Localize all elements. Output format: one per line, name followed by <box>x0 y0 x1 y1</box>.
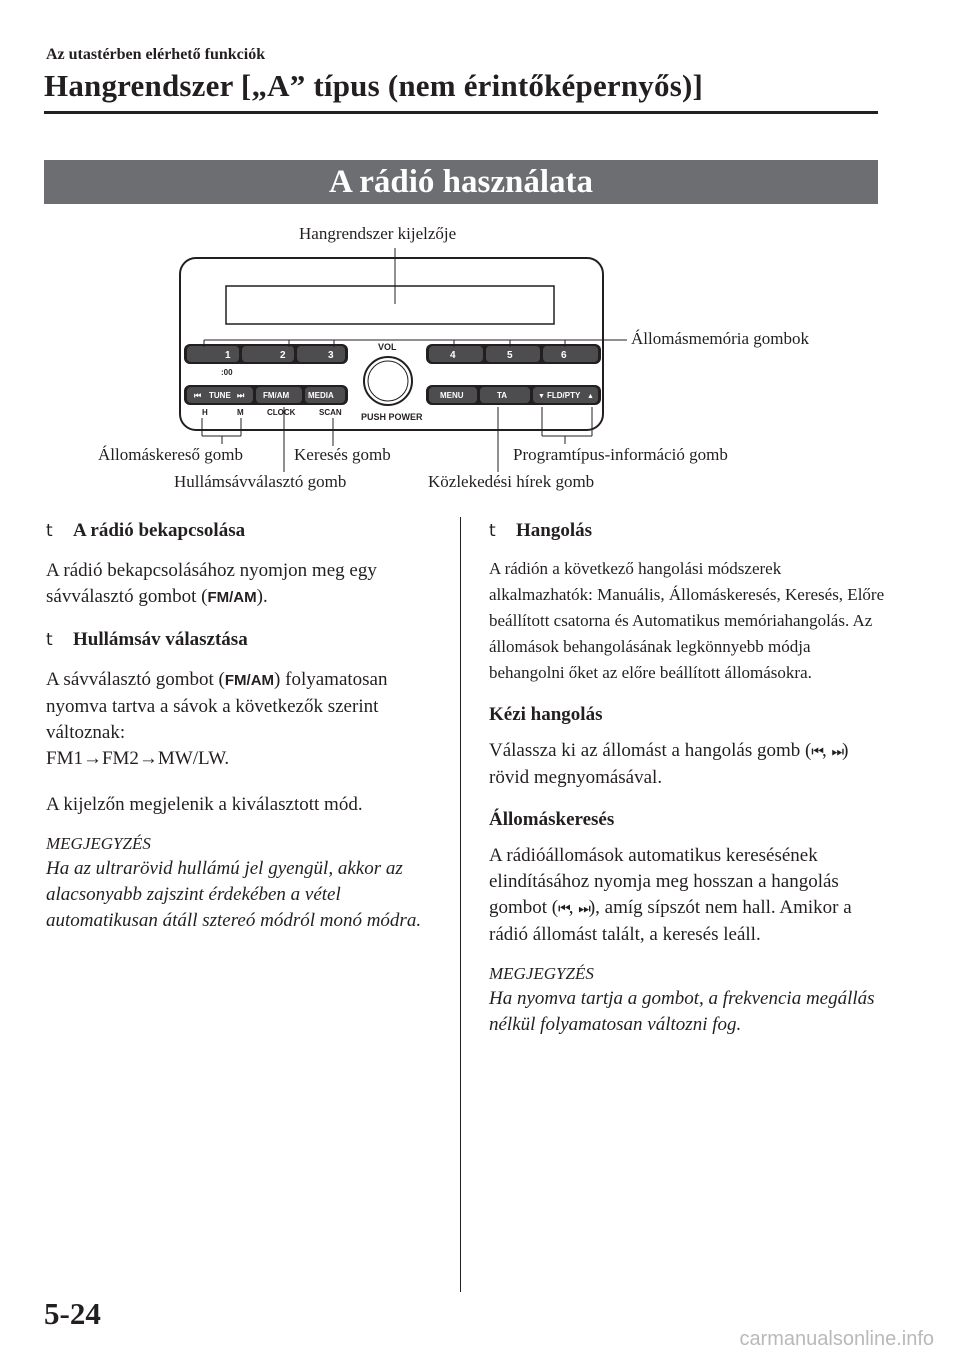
fld-pty-button <box>533 387 598 403</box>
radio-diagram: 1 2 3 4 5 6 :00 VOL PUSH POWER ⏮ TUNE ⏭ … <box>44 214 878 504</box>
band-sequence: FM1→FM2→MW/LW. <box>46 748 230 769</box>
bullet-marker: t <box>489 521 496 541</box>
h-label: H <box>202 408 208 417</box>
preset-button-4 <box>429 346 483 362</box>
tune-next-icon: ⏭ <box>578 901 591 917</box>
menu-button <box>429 387 477 403</box>
heading-tuning: t Hangolás <box>489 520 889 542</box>
preset-6-label: 6 <box>561 350 567 361</box>
tune-label: TUNE <box>209 391 231 400</box>
glyph-separator: , <box>568 897 579 918</box>
preset-4-label: 4 <box>450 350 456 361</box>
title-rule <box>44 111 878 114</box>
clock-label: CLOCK <box>267 408 296 417</box>
media-label: MEDIA <box>308 391 334 400</box>
seek-tuning-text-after: ), amíg sípszót nem hall. Amikor a rádió… <box>489 897 852 945</box>
heading-band-select-text: Hullámsáv választása <box>73 629 248 650</box>
power-on-text-before: A rádió bekapcsolásához nyomjon meg egy … <box>46 560 377 607</box>
band-select-text: A sávválasztó gombot (FM/AM) folyamatosa… <box>46 667 446 746</box>
callout-seek-button: Állomáskereső gomb <box>98 445 243 464</box>
callout-display: Hangrendszer kijelzője <box>299 224 457 243</box>
callout-preset-buttons: Állomásmemória gombok <box>631 329 810 348</box>
radio-unit-illustration: 1 2 3 4 5 6 :00 VOL PUSH POWER ⏮ TUNE ⏭ … <box>179 248 627 472</box>
power-on-text-after: ). <box>256 586 268 607</box>
leader-lines <box>201 248 627 472</box>
bullet-marker: t <box>46 521 53 541</box>
tune-prev-icon: ⏮ <box>558 901 571 917</box>
fld-down-icon: ▼ <box>538 393 545 400</box>
fld-pty-label: FLD/PTY <box>547 391 581 400</box>
fm-am-button-label: FM/AM <box>224 672 275 689</box>
heading-power-on-text: A rádió bekapcsolása <box>73 520 246 541</box>
heading-power-on: t A rádió bekapcsolása <box>46 520 446 542</box>
heading-tuning-text: Hangolás <box>516 520 593 541</box>
chapter-title: Hangrendszer [„A” típus (nem érintőképer… <box>44 68 704 103</box>
note-text: Ha az ultrarövid hullámú jel gyengül, ak… <box>46 858 422 931</box>
preset-button-6 <box>543 346 598 362</box>
note-title: MEGJEGYZÉS <box>489 964 594 983</box>
note-text: Ha nyomva tartja a gombot, a frekvencia … <box>489 988 875 1035</box>
fm-am-button <box>256 387 302 403</box>
callout-ta-button: Közlekedési hírek gomb <box>428 472 595 491</box>
manual-tuning-text-before: Válassza ki az állomást a hangolás gomb … <box>489 740 812 761</box>
heading-seek-tuning: Állomáskeresés <box>489 809 615 830</box>
preset-5-label: 5 <box>507 350 513 361</box>
callout-scan-button: Keresés gomb <box>294 445 391 464</box>
column-divider <box>460 517 461 1292</box>
tune-prev-icon: ⏮ <box>194 391 201 400</box>
glyph-separator: , <box>821 740 832 761</box>
fm-am-label: FM/AM <box>263 391 290 400</box>
tune-next-icon: ⏭ <box>237 391 245 400</box>
preset-button-5 <box>486 346 540 362</box>
tune-button <box>187 387 253 403</box>
page-number: 5-24 <box>44 1296 101 1331</box>
ta-button <box>480 387 530 403</box>
note-title: MEGJEGYZÉS <box>46 834 151 853</box>
band-select-text-after: ) folyamatosan nyomva tartva a sávok a k… <box>46 669 388 743</box>
fld-up-icon: ▲ <box>587 393 594 400</box>
breadcrumb: Az utastérben elérhető funkciók <box>46 46 266 63</box>
manual-tuning-text: Válassza ki az állomást a hangolás gomb … <box>489 738 889 791</box>
callout-band-button: Hullámsávválasztó gomb <box>174 472 347 491</box>
volume-knob-inner <box>367 360 409 402</box>
tune-next-icon: ⏭ <box>831 744 844 760</box>
preset-button-1 <box>187 346 239 362</box>
display-mode-text: A kijelzőn megjelenik a kiválasztott mód… <box>46 794 363 815</box>
right-column: t Hangolás A rádión a következő hangolás… <box>489 520 889 1038</box>
ta-label: TA <box>497 391 507 400</box>
seek-tuning-text-before: A rádióállomások automatikus keresésének… <box>489 845 839 918</box>
bullet-marker: t <box>46 630 53 650</box>
clock-mark: :00 <box>221 368 233 377</box>
fm-am-button-label: FM/AM <box>207 589 257 606</box>
vol-label: VOL <box>378 342 397 352</box>
scan-label: SCAN <box>319 408 342 417</box>
section-banner: A rádió használata <box>44 160 878 204</box>
seek-tuning-text: A rádióállomások automatikus keresésének… <box>489 843 889 948</box>
watermark: carmanualsonline.info <box>739 1328 934 1350</box>
left-column: t A rádió bekapcsolása A rádió bekapcsol… <box>46 520 446 934</box>
heading-band-select: t Hullámsáv választása <box>46 629 446 651</box>
display-window <box>225 285 555 325</box>
preset-button-3 <box>297 346 345 362</box>
media-button <box>305 387 345 403</box>
section-title: A rádió használata <box>328 164 594 200</box>
menu-label: MENU <box>440 391 464 400</box>
tune-prev-icon: ⏮ <box>811 744 824 760</box>
preset-button-2 <box>242 346 294 362</box>
preset-1-label: 1 <box>225 350 231 361</box>
preset-3-label: 3 <box>328 350 334 361</box>
tuning-intro: A rádión a következő hangolási módszerek… <box>489 559 885 682</box>
power-on-text: A rádió bekapcsolásához nyomjon meg egy … <box>46 558 446 611</box>
heading-manual-tuning: Kézi hangolás <box>489 704 603 725</box>
push-power-label: PUSH POWER <box>361 412 423 422</box>
band-select-text-before: A sávválasztó gombot ( <box>46 669 225 690</box>
callout-pty-button: Programtípus-információ gomb <box>513 445 728 464</box>
preset-2-label: 2 <box>280 350 286 361</box>
m-label: M <box>237 408 244 417</box>
manual-tuning-text-after: ) rövid megnyomásával. <box>489 740 849 788</box>
